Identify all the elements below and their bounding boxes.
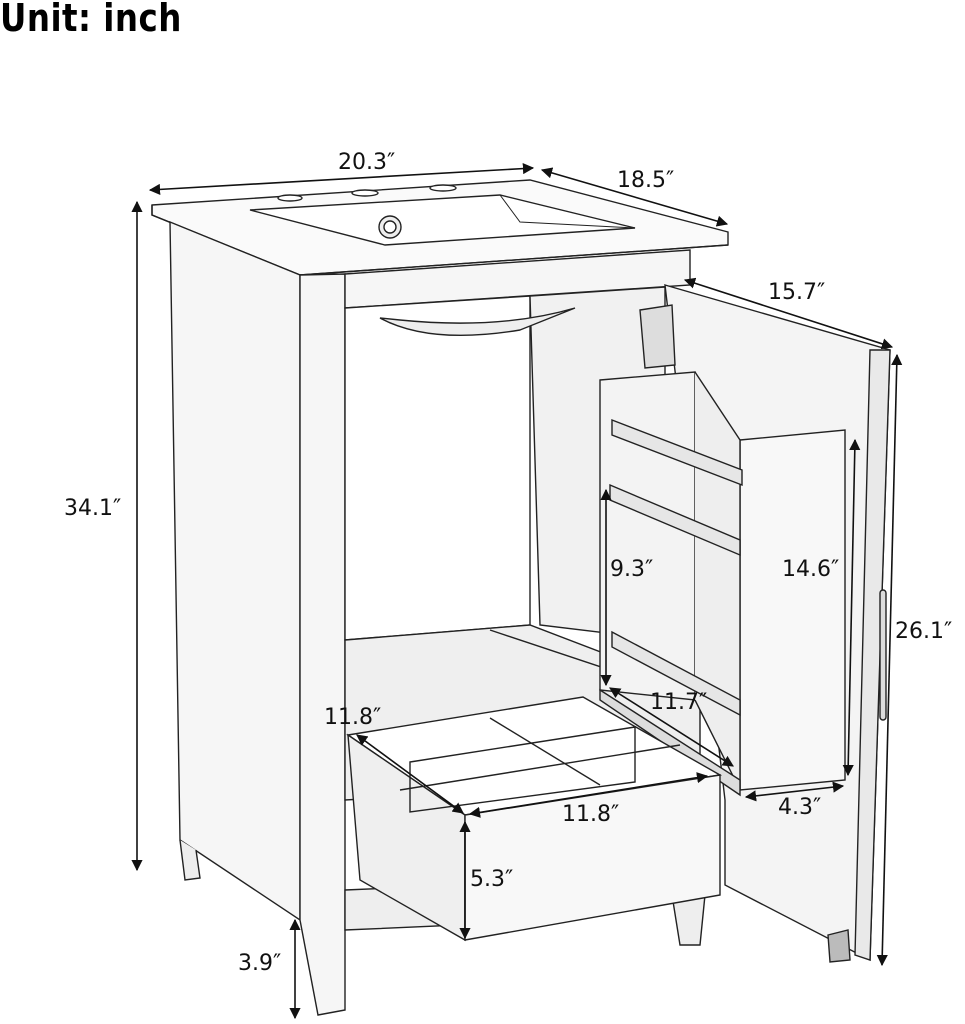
unit-title: Unit: inch (0, 0, 182, 40)
dim-door-width: 15.7″ (768, 280, 826, 305)
dim-door-height: 26.1″ (895, 619, 953, 644)
dim-organizer-depth: 11.7″ (650, 690, 708, 715)
dimension-lines (131, 162, 903, 1020)
dim-shelf-spacing: 9.3″ (610, 557, 654, 582)
dim-leg-height: 3.9″ (238, 951, 282, 976)
dim-top-depth: 18.5″ (617, 168, 675, 193)
dim-drawer-depth: 11.8″ (324, 705, 382, 730)
dim-top-width: 20.3″ (338, 150, 396, 175)
dim-drawer-height: 5.3″ (470, 867, 514, 892)
dim-total-height: 34.1″ (64, 496, 122, 521)
dim-drawer-width: 11.8″ (562, 802, 620, 827)
dim-organizer-width: 4.3″ (778, 795, 822, 820)
dim-organizer-height: 14.6″ (782, 557, 840, 582)
